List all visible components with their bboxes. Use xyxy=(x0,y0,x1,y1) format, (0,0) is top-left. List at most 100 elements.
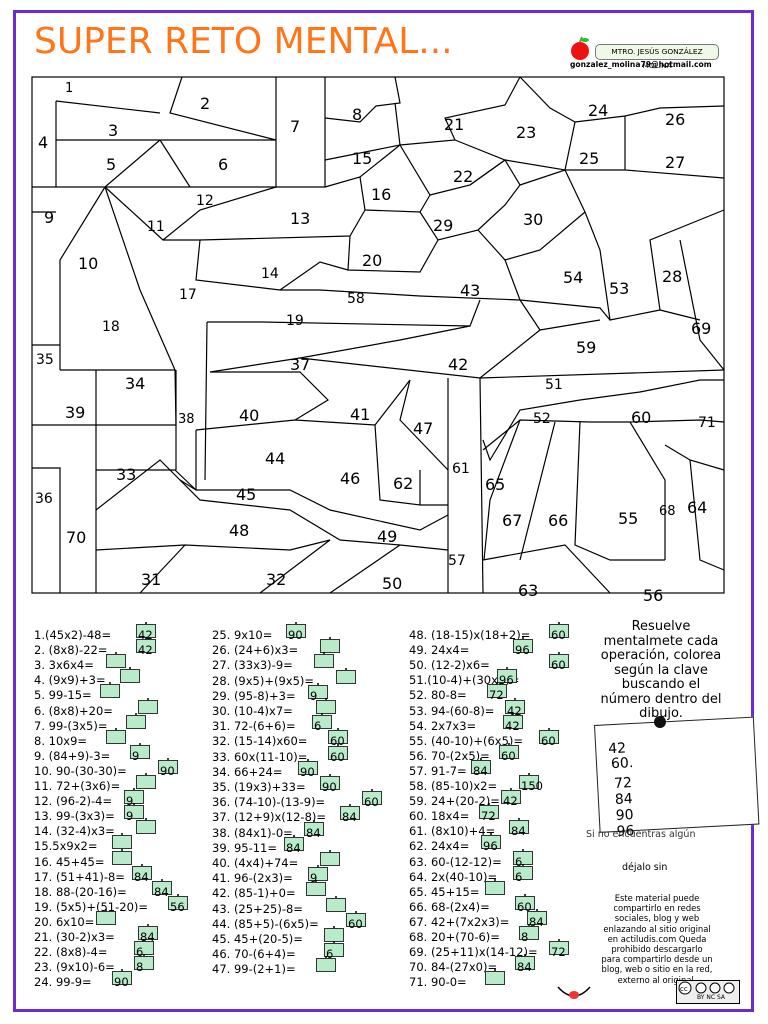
page-frame xyxy=(13,10,754,1012)
answer-chip[interactable] xyxy=(497,667,517,684)
operation-label: 6. (8x8)+20= xyxy=(34,703,113,718)
answer-chip[interactable] xyxy=(513,863,533,880)
operation-label: 30. (10-4)x7= xyxy=(212,704,293,718)
operation-label: 43. (25+25)-8= xyxy=(212,901,303,916)
answer-chip[interactable] xyxy=(168,893,188,910)
answer-value: 84 xyxy=(286,840,301,855)
answer-chip[interactable] xyxy=(362,789,382,806)
answer-chip[interactable] xyxy=(306,880,326,897)
answer-chip[interactable] xyxy=(328,743,348,760)
answer-chip[interactable] xyxy=(485,878,505,895)
region-number: 37 xyxy=(290,355,310,374)
answer-chip[interactable] xyxy=(499,742,519,759)
answer-chip[interactable] xyxy=(487,682,507,699)
answer-chip[interactable] xyxy=(509,818,529,835)
operation-label: 55. (40-10)+(6x5)= xyxy=(409,733,524,748)
answer-chip[interactable] xyxy=(120,667,140,684)
operation-label: 9. (84+9)-3= xyxy=(34,748,111,763)
answer-chip[interactable] xyxy=(324,926,344,942)
answer-chip[interactable] xyxy=(152,878,172,895)
region-number: 29 xyxy=(433,216,453,235)
answer-chip[interactable] xyxy=(308,865,328,882)
answer-chip[interactable] xyxy=(158,757,178,774)
answer-chip[interactable] xyxy=(312,713,332,730)
answer-chip[interactable] xyxy=(100,682,120,699)
region-number: 13 xyxy=(290,209,310,228)
answer-chip[interactable] xyxy=(340,804,360,821)
answer-chip[interactable] xyxy=(485,969,505,986)
answer-chip[interactable] xyxy=(134,954,154,971)
answer-chip[interactable] xyxy=(112,969,132,986)
answer-chip[interactable] xyxy=(527,908,547,925)
answer-chip[interactable] xyxy=(308,682,328,699)
answer-chip[interactable] xyxy=(126,712,146,729)
answer-chip[interactable] xyxy=(471,757,491,774)
pin-icon xyxy=(654,716,666,728)
answer-chip[interactable] xyxy=(549,939,569,956)
answer-chip[interactable] xyxy=(106,727,126,744)
answer-chip[interactable] xyxy=(549,622,569,638)
answer-chip[interactable] xyxy=(320,850,340,866)
answer-chip[interactable] xyxy=(124,803,144,820)
answer-key-item: 72 xyxy=(613,775,633,793)
answer-chip[interactable] xyxy=(106,652,126,669)
answer-chip[interactable] xyxy=(336,667,356,684)
answer-chip[interactable] xyxy=(515,954,535,971)
answer-chip[interactable] xyxy=(284,834,304,851)
answer-chip[interactable] xyxy=(96,908,116,925)
answer-chip[interactable] xyxy=(136,637,156,654)
operation-label: 39. 95-11= xyxy=(212,840,277,855)
answer-chip[interactable] xyxy=(286,622,306,638)
answer-value: 96 xyxy=(499,673,514,688)
answer-chip[interactable] xyxy=(326,895,346,912)
answer-chip[interactable] xyxy=(519,924,539,940)
answer-chip[interactable] xyxy=(138,697,158,714)
answer-chip[interactable] xyxy=(539,727,559,744)
operation-label: 70. 84-(27x0)= xyxy=(409,960,498,975)
answer-value: 84 xyxy=(529,914,544,929)
answer-chip[interactable] xyxy=(481,833,501,850)
region-number: 58 xyxy=(347,291,365,307)
answer-chip[interactable] xyxy=(136,818,156,835)
answer-chip[interactable] xyxy=(513,637,533,654)
answer-chip[interactable] xyxy=(515,893,535,910)
answer-chip[interactable] xyxy=(501,788,521,805)
answer-chip[interactable] xyxy=(112,848,132,865)
operation-label: 10. 90-(30-30)= xyxy=(34,763,127,778)
answer-chip[interactable] xyxy=(304,819,324,836)
answer-chip[interactable] xyxy=(320,637,340,654)
operation-label: 54. 2x7x3= xyxy=(409,718,477,733)
region-number: 28 xyxy=(662,267,682,286)
answer-chip[interactable] xyxy=(479,803,499,820)
answer-chip[interactable] xyxy=(519,773,539,789)
region-number: 19 xyxy=(286,313,304,329)
answer-chip[interactable] xyxy=(513,848,533,865)
answer-chip[interactable] xyxy=(138,924,158,940)
operation-label: 64. 2x(40-10)= xyxy=(409,869,498,884)
answer-chip[interactable] xyxy=(112,833,132,850)
instructions-text: Resuelve mentalmete cada operación, colo… xyxy=(600,619,722,721)
region-number: 40 xyxy=(239,406,259,425)
answer-chip[interactable] xyxy=(320,774,340,790)
answer-chip[interactable] xyxy=(298,758,318,775)
answer-chip[interactable] xyxy=(549,652,569,669)
answer-chip[interactable] xyxy=(314,652,334,669)
answer-chip[interactable] xyxy=(324,941,344,958)
answer-chip[interactable] xyxy=(136,773,156,789)
region-number: 63 xyxy=(518,581,538,600)
operation-label: 58. (85-10)x2= xyxy=(409,779,498,793)
region-number: 30 xyxy=(523,210,543,229)
operation-label: 14. (32-4)x3= xyxy=(34,824,115,839)
answer-chip[interactable] xyxy=(132,863,152,880)
answer-chip[interactable] xyxy=(130,742,150,759)
answer-chip[interactable] xyxy=(503,712,523,729)
region-number: 9 xyxy=(44,208,54,227)
operation-label: 7. 99-(3x5)= xyxy=(34,718,108,733)
region-number: 42 xyxy=(448,355,468,374)
answer-chip[interactable] xyxy=(346,910,366,927)
answer-chip[interactable] xyxy=(505,697,525,714)
answer-chip[interactable] xyxy=(316,698,336,714)
region-number: 68 xyxy=(659,504,676,519)
answer-chip[interactable] xyxy=(316,956,336,973)
answer-value: 84 xyxy=(517,960,532,975)
